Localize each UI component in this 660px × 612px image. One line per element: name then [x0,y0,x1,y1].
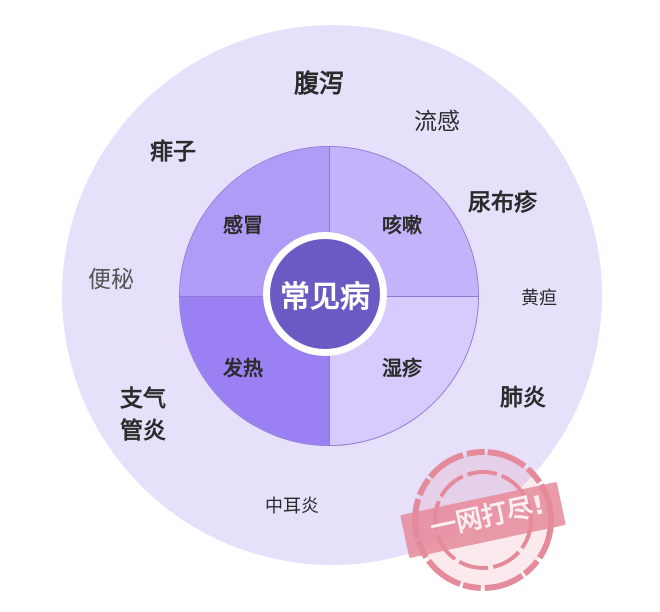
quadrant-label-cough: 咳嗽 [382,213,422,237]
outer-label-bronchitis-line2: 管炎 [120,418,166,444]
outer-label-pneumonia: 肺炎 [500,385,546,411]
outer-label-otitis-media: 中耳炎 [265,496,319,517]
quadrant-label-fever: 发热 [223,356,263,380]
quadrant-label-eczema: 湿疹 [382,356,422,380]
stamp-badge: 一网打尽! [398,438,568,608]
outer-label-constipation: 便秘 [88,267,134,293]
outer-label-diarrhea: 腹泻 [294,69,345,98]
outer-label-bronchitis-line1: 支气 [120,386,166,412]
center-hub: 常见病 [263,232,387,356]
outer-label-flu: 流感 [414,109,460,135]
outer-label-diaper-rash: 尿布疹 [468,190,537,216]
outer-label-prickly-heat: 痱子 [150,139,196,165]
center-label: 常见病 [270,239,380,349]
outer-label-jaundice: 黄疸 [521,288,557,309]
quadrant-label-cold: 感冒 [223,213,263,237]
stamp-icon [400,449,566,591]
